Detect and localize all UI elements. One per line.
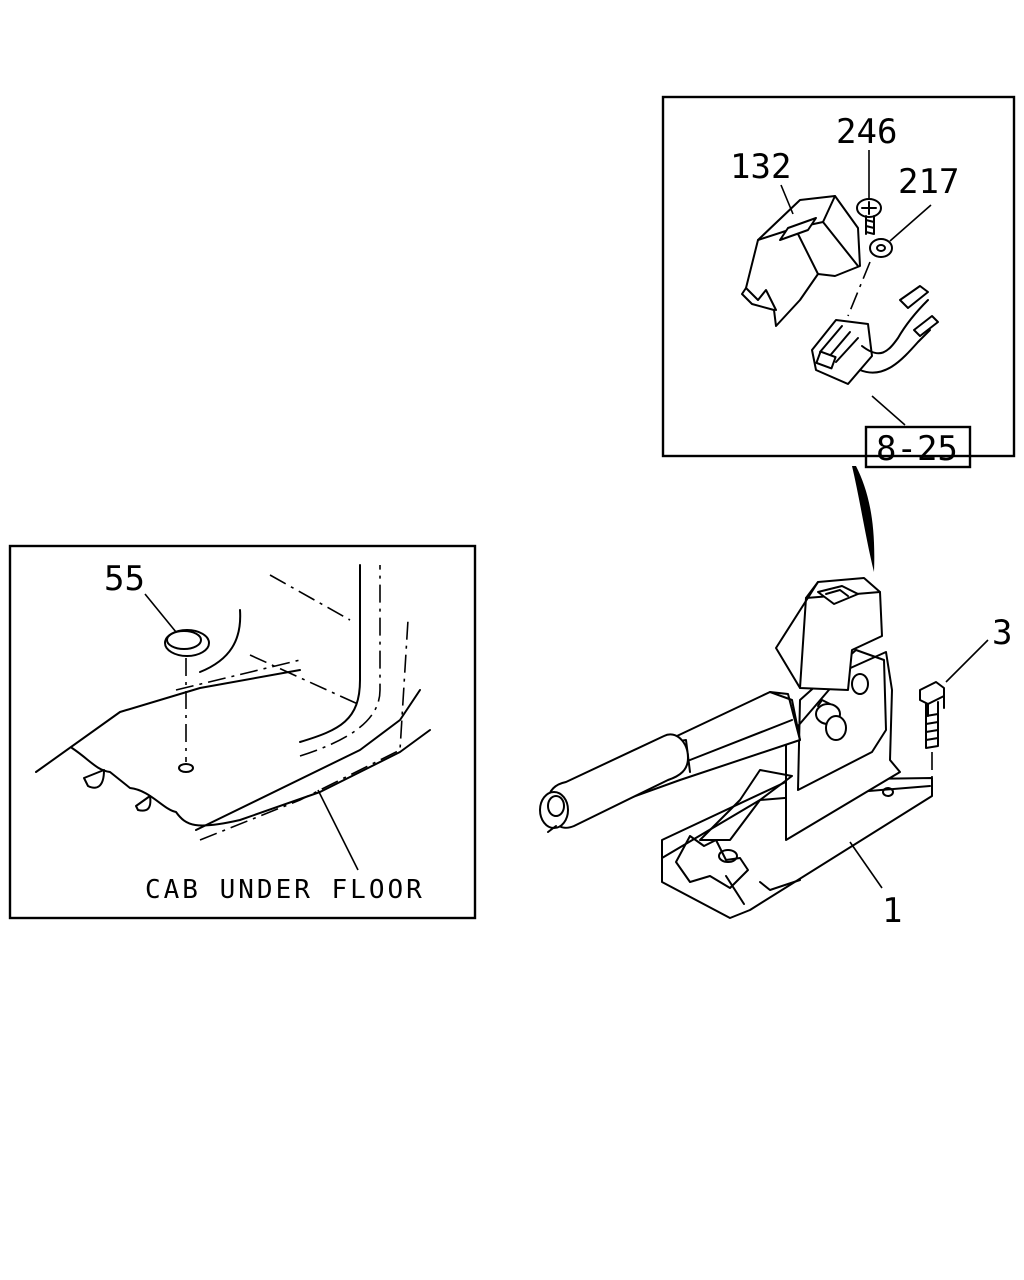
floor-edge: [35, 669, 301, 773]
assembly-line-top: [847, 261, 871, 317]
callout-3: 3: [992, 613, 1012, 653]
floor-hole: [178, 763, 194, 773]
leader-3: [945, 639, 989, 683]
bolt-part: [919, 681, 945, 749]
inset-caption: CAB UNDER FLOOR: [145, 875, 425, 905]
cover-part: [741, 195, 861, 327]
switch-detail-inset: 132 246 217 8-25: [661, 95, 1016, 469]
leader-55: [144, 593, 177, 633]
callout-8-25-box: [864, 425, 972, 469]
inset-frame-top: [661, 95, 1016, 458]
leader-1: [849, 841, 883, 889]
cab-floor-inset: 55 CAB UNDER FLOOR: [8, 544, 477, 920]
washer-part: [869, 238, 893, 258]
grommet-part: [164, 629, 210, 657]
leader-217: [889, 204, 932, 242]
leader-132: [780, 184, 794, 215]
callout-8-25: 8-25: [876, 429, 958, 469]
callout-1: 1: [882, 891, 902, 931]
leader-8-25: [871, 395, 906, 426]
inset-frame-left: [8, 544, 477, 920]
callout-246: 246: [836, 112, 897, 152]
callout-217: 217: [898, 162, 959, 202]
switch-part: [811, 285, 939, 385]
detail-pointer-arrow: [852, 466, 875, 572]
leader-caption: [317, 789, 359, 871]
screw-part: [856, 198, 882, 235]
callout-132: 132: [730, 147, 791, 187]
callout-55: 55: [104, 559, 145, 599]
parking-brake-lever-assembly: [539, 577, 933, 919]
